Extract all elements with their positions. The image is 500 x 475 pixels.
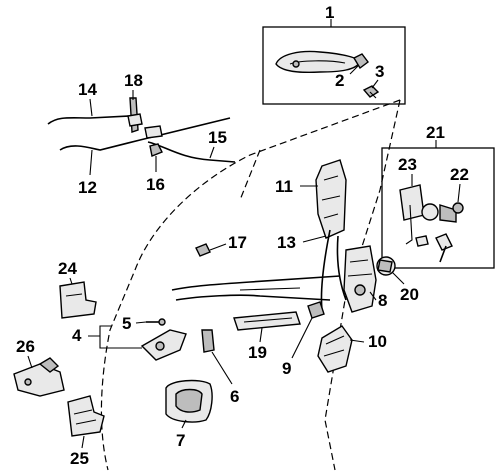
lock-rod-15 bbox=[147, 141, 236, 163]
rod-guide bbox=[144, 125, 163, 139]
callout-9: 9 bbox=[282, 359, 291, 378]
callout-12: 12 bbox=[78, 178, 97, 197]
remote-control-bracket bbox=[233, 311, 301, 331]
callout-16: 16 bbox=[146, 175, 165, 194]
rod-clip-16 bbox=[149, 143, 163, 157]
door-lock-assembly bbox=[343, 245, 377, 313]
ignition-key bbox=[435, 233, 453, 263]
lock-cylinder bbox=[399, 184, 457, 245]
lock-actuator-motor bbox=[317, 325, 353, 373]
rod-clip-17 bbox=[195, 243, 211, 257]
callout-11: 11 bbox=[275, 177, 293, 196]
callout-26: 26 bbox=[16, 337, 35, 356]
outside-handle-group: 1 2 3 bbox=[262, 3, 406, 105]
callout-5: 5 bbox=[122, 314, 131, 333]
door-check-24 bbox=[59, 281, 97, 319]
handle-lever bbox=[353, 53, 369, 70]
rod-clip-18 bbox=[127, 97, 143, 133]
callout-7: 7 bbox=[176, 431, 185, 450]
inside-handle bbox=[140, 329, 187, 361]
door-hinge-25 bbox=[67, 395, 105, 437]
outside-handle-frame bbox=[262, 26, 406, 105]
clip-6 bbox=[201, 329, 215, 353]
callout-8: 8 bbox=[378, 291, 387, 310]
callout-13: 13 bbox=[277, 233, 296, 252]
callout-2: 2 bbox=[335, 71, 344, 90]
callout-17: 17 bbox=[228, 233, 247, 252]
key-cylinder-frame bbox=[381, 147, 495, 269]
lock-switch bbox=[376, 256, 396, 276]
handle-screw-5 bbox=[146, 318, 166, 326]
callout-1: 1 bbox=[325, 3, 334, 22]
outside-door-handle bbox=[275, 50, 361, 73]
lock-rod-14 bbox=[47, 115, 131, 125]
callout-18: 18 bbox=[124, 71, 143, 90]
callout-24: 24 bbox=[58, 259, 77, 278]
inside-handle-bezel bbox=[165, 379, 213, 423]
cylinder-retainer bbox=[415, 235, 429, 247]
callout-20: 20 bbox=[400, 285, 419, 304]
callout-4: 4 bbox=[72, 326, 82, 345]
callout-25: 25 bbox=[70, 449, 89, 468]
key-clip bbox=[452, 202, 464, 214]
upper-rods bbox=[47, 97, 236, 163]
door-lock-actuator bbox=[315, 159, 347, 239]
callout-6: 6 bbox=[230, 387, 239, 406]
key-cylinder-group: 21 bbox=[381, 123, 495, 269]
callout-14: 14 bbox=[78, 80, 97, 99]
callout-23: 23 bbox=[398, 155, 417, 174]
rod-bracket-9 bbox=[307, 301, 325, 319]
callout-21: 21 bbox=[426, 123, 445, 142]
callout-15: 15 bbox=[208, 128, 227, 147]
latch-rods bbox=[171, 275, 341, 301]
handle-screw bbox=[362, 85, 380, 99]
lock-rod-12 bbox=[59, 117, 231, 151]
striker-26 bbox=[13, 357, 65, 397]
callout-10: 10 bbox=[368, 332, 387, 351]
callout-22: 22 bbox=[450, 165, 469, 184]
lock-rods-13 bbox=[320, 229, 347, 311]
callout-3: 3 bbox=[375, 62, 384, 81]
callout-19: 19 bbox=[248, 343, 267, 362]
